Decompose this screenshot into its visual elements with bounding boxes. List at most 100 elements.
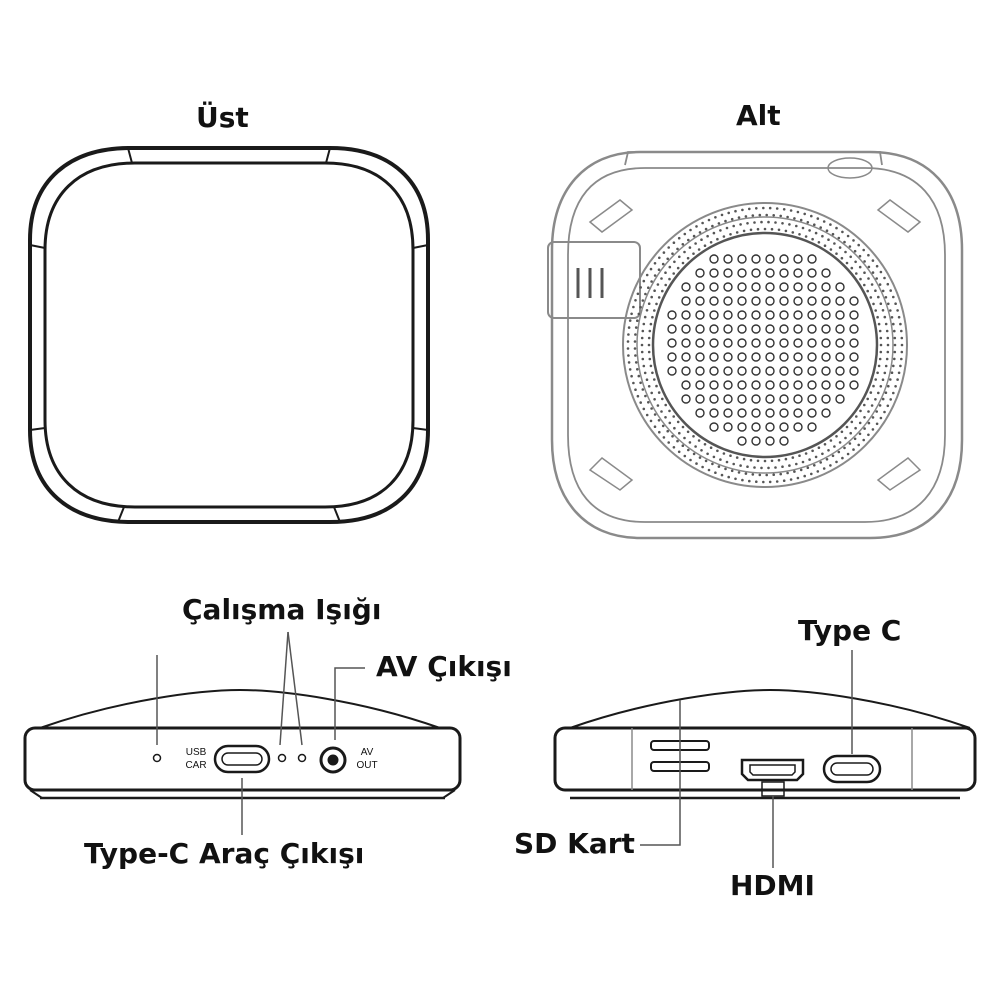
speaker-perforation xyxy=(641,329,645,333)
speaker-hole xyxy=(807,254,817,264)
speaker-perforation xyxy=(692,234,696,238)
speaker-perforation xyxy=(777,228,781,232)
speaker-perforation xyxy=(889,398,892,401)
speaker-perforation xyxy=(819,461,822,464)
speaker-perforation xyxy=(712,455,716,459)
av-port-text-1: AV xyxy=(360,747,374,758)
speaker-perforation xyxy=(816,470,820,473)
speaker-perforation xyxy=(749,228,753,232)
speaker-perforation xyxy=(848,245,852,248)
speaker-perforation xyxy=(779,472,782,476)
speaker-perforation xyxy=(658,256,661,260)
speaker-perforation xyxy=(833,445,836,448)
speaker-perforation xyxy=(650,391,653,395)
speaker-perforation xyxy=(762,480,765,484)
back-side-device xyxy=(553,688,977,800)
speaker-perforation xyxy=(870,404,874,407)
speaker-hole xyxy=(821,394,831,404)
speaker-perforation xyxy=(744,472,748,475)
speaker-hole xyxy=(695,268,705,278)
speaker-perforation xyxy=(782,479,786,483)
speaker-perforation xyxy=(840,256,844,260)
speaker-perforation xyxy=(772,473,775,477)
speaker-perforation xyxy=(753,466,756,469)
speaker-perforation xyxy=(634,299,637,302)
speaker-perforation xyxy=(673,260,676,264)
speaker-hole xyxy=(849,338,859,348)
speaker-perforation xyxy=(796,210,800,214)
speaker-perforation xyxy=(668,277,671,281)
speaker-perforation xyxy=(774,466,777,469)
speaker-perforation xyxy=(817,446,821,450)
speaker-perforation xyxy=(823,443,827,446)
speaker-perforation xyxy=(804,452,808,455)
speaker-perforation xyxy=(667,441,670,444)
speaker-perforation xyxy=(881,309,885,312)
speaker-perforation xyxy=(655,384,658,388)
speaker-hole xyxy=(737,296,747,306)
speaker-perforation xyxy=(899,364,902,368)
speaker-perforation xyxy=(874,289,877,293)
speaker-perforation xyxy=(894,385,897,388)
speaker-perforation xyxy=(741,478,744,482)
speaker-perforation xyxy=(896,309,899,312)
speaker-hole xyxy=(751,352,761,362)
speaker-perforation xyxy=(657,296,661,299)
speaker-perforation xyxy=(667,246,670,249)
speaker-perforation xyxy=(835,252,838,255)
speaker-perforation xyxy=(822,220,826,223)
speaker-perforation xyxy=(645,309,649,312)
speaker-perforation xyxy=(887,384,890,388)
speaker-perforation xyxy=(653,425,657,429)
speaker-perforation xyxy=(844,436,847,440)
speaker-perforation xyxy=(628,368,632,371)
speaker-perforation xyxy=(788,464,791,467)
speaker-perforation xyxy=(681,243,685,246)
speaker-perforation xyxy=(727,475,730,479)
speaker-perforation xyxy=(720,213,724,217)
speaker-perforation xyxy=(692,435,695,438)
speaker-hole xyxy=(849,352,859,362)
speaker-hole xyxy=(835,394,845,404)
speaker-perforation xyxy=(768,480,772,484)
speaker-perforation xyxy=(717,465,721,468)
speaker-perforation xyxy=(671,252,674,255)
speaker-perforation xyxy=(689,458,692,462)
speaker-hole xyxy=(793,282,803,292)
speaker-perforation xyxy=(700,238,703,241)
speaker-hole xyxy=(737,338,747,348)
speaker-perforation xyxy=(814,455,818,459)
speaker-perforation xyxy=(867,433,870,437)
speaker-perforation xyxy=(649,322,653,326)
speaker-perforation xyxy=(878,404,882,407)
speaker-perforation xyxy=(730,217,734,221)
speaker-hole xyxy=(793,310,803,320)
speaker-hole xyxy=(807,422,817,432)
speaker-perforation xyxy=(814,231,818,235)
speaker-perforation xyxy=(636,368,639,371)
speaker-perforation xyxy=(821,452,824,456)
speaker-perforation xyxy=(862,438,865,442)
speaker-perforation xyxy=(857,243,860,247)
speaker-perforation xyxy=(806,466,810,470)
speaker-perforation xyxy=(694,445,697,448)
speaker-hole xyxy=(737,366,747,376)
speaker-perforation xyxy=(655,302,658,306)
speaker-perforation xyxy=(700,449,703,452)
speaker-hole xyxy=(737,394,747,404)
speaker-perforation xyxy=(735,456,739,459)
speaker-hole xyxy=(737,422,747,432)
speaker-perforation xyxy=(796,476,800,480)
speaker-hole xyxy=(681,352,691,362)
speaker-perforation xyxy=(656,404,660,407)
speaker-perforation xyxy=(899,322,902,326)
speaker-perforation xyxy=(858,254,862,258)
speaker-hole xyxy=(793,324,803,334)
speaker-perforation xyxy=(746,222,749,225)
speaker-perforation xyxy=(668,409,671,413)
speaker-perforation xyxy=(650,407,653,410)
speaker-hole xyxy=(821,268,831,278)
speaker-hole xyxy=(807,310,817,320)
speaker-hole xyxy=(723,408,733,418)
